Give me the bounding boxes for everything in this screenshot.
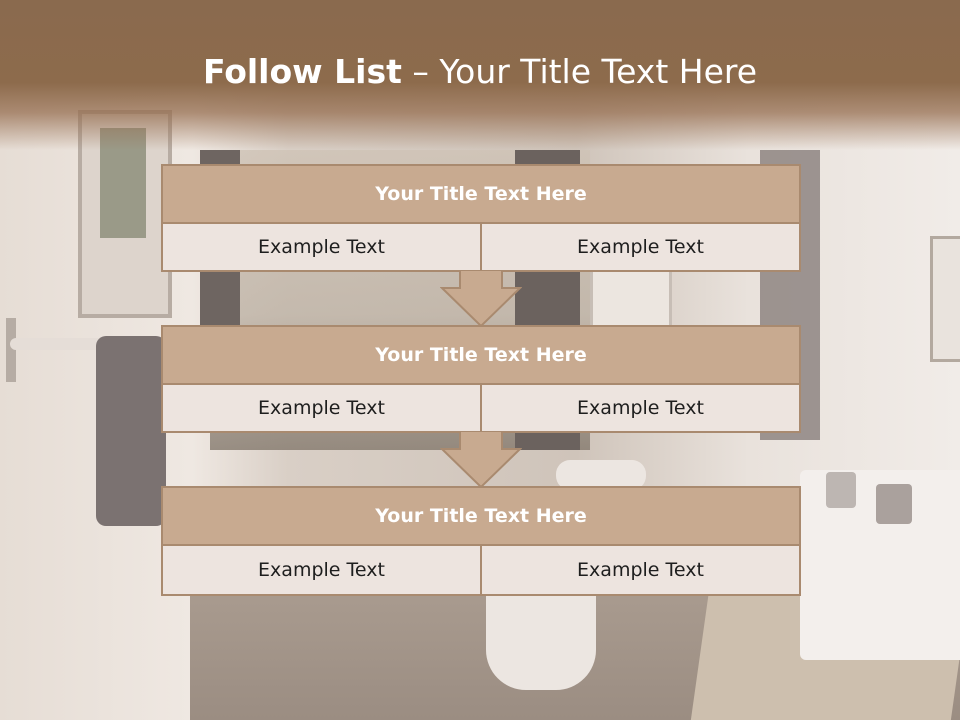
block-cell-right: Example Text	[480, 224, 799, 270]
block-cell-left: Example Text	[258, 559, 385, 581]
down-arrow-icon	[440, 270, 522, 328]
hanging-towel	[96, 336, 166, 526]
block-title: Your Title Text Here	[163, 166, 799, 224]
right-mirror	[930, 236, 960, 362]
block-row: Example Text Example Text	[163, 224, 799, 270]
follow-list-block-2: Your Title Text Here Example Text Exampl…	[161, 325, 801, 433]
toilet-bowl	[486, 590, 596, 690]
block-cell-right: Example Text	[480, 546, 799, 594]
block-row: Example Text Example Text	[163, 385, 799, 431]
block-cell-left: Example Text	[258, 236, 385, 258]
toilet-tank	[556, 460, 646, 490]
block-cell-right: Example Text	[480, 385, 799, 431]
block-title: Your Title Text Here	[163, 327, 799, 385]
block-cell-left: Example Text	[258, 397, 385, 419]
towel-bar	[10, 338, 110, 350]
slide-title-rest: – Your Title Text Here	[401, 52, 758, 91]
slide-title-bold: Follow List	[202, 52, 402, 91]
faucet	[826, 472, 856, 508]
towel-bar-mount	[6, 318, 16, 382]
faucet-handle	[876, 484, 912, 524]
follow-list-block-3: Your Title Text Here Example Text Exampl…	[161, 486, 801, 596]
block-row: Example Text Example Text	[163, 546, 799, 594]
slide-title: Follow List – Your Title Text Here	[0, 52, 960, 91]
slide-header	[0, 0, 960, 150]
down-arrow-icon	[440, 431, 522, 489]
block-title: Your Title Text Here	[163, 488, 799, 546]
follow-list-block-1: Your Title Text Here Example Text Exampl…	[161, 164, 801, 272]
